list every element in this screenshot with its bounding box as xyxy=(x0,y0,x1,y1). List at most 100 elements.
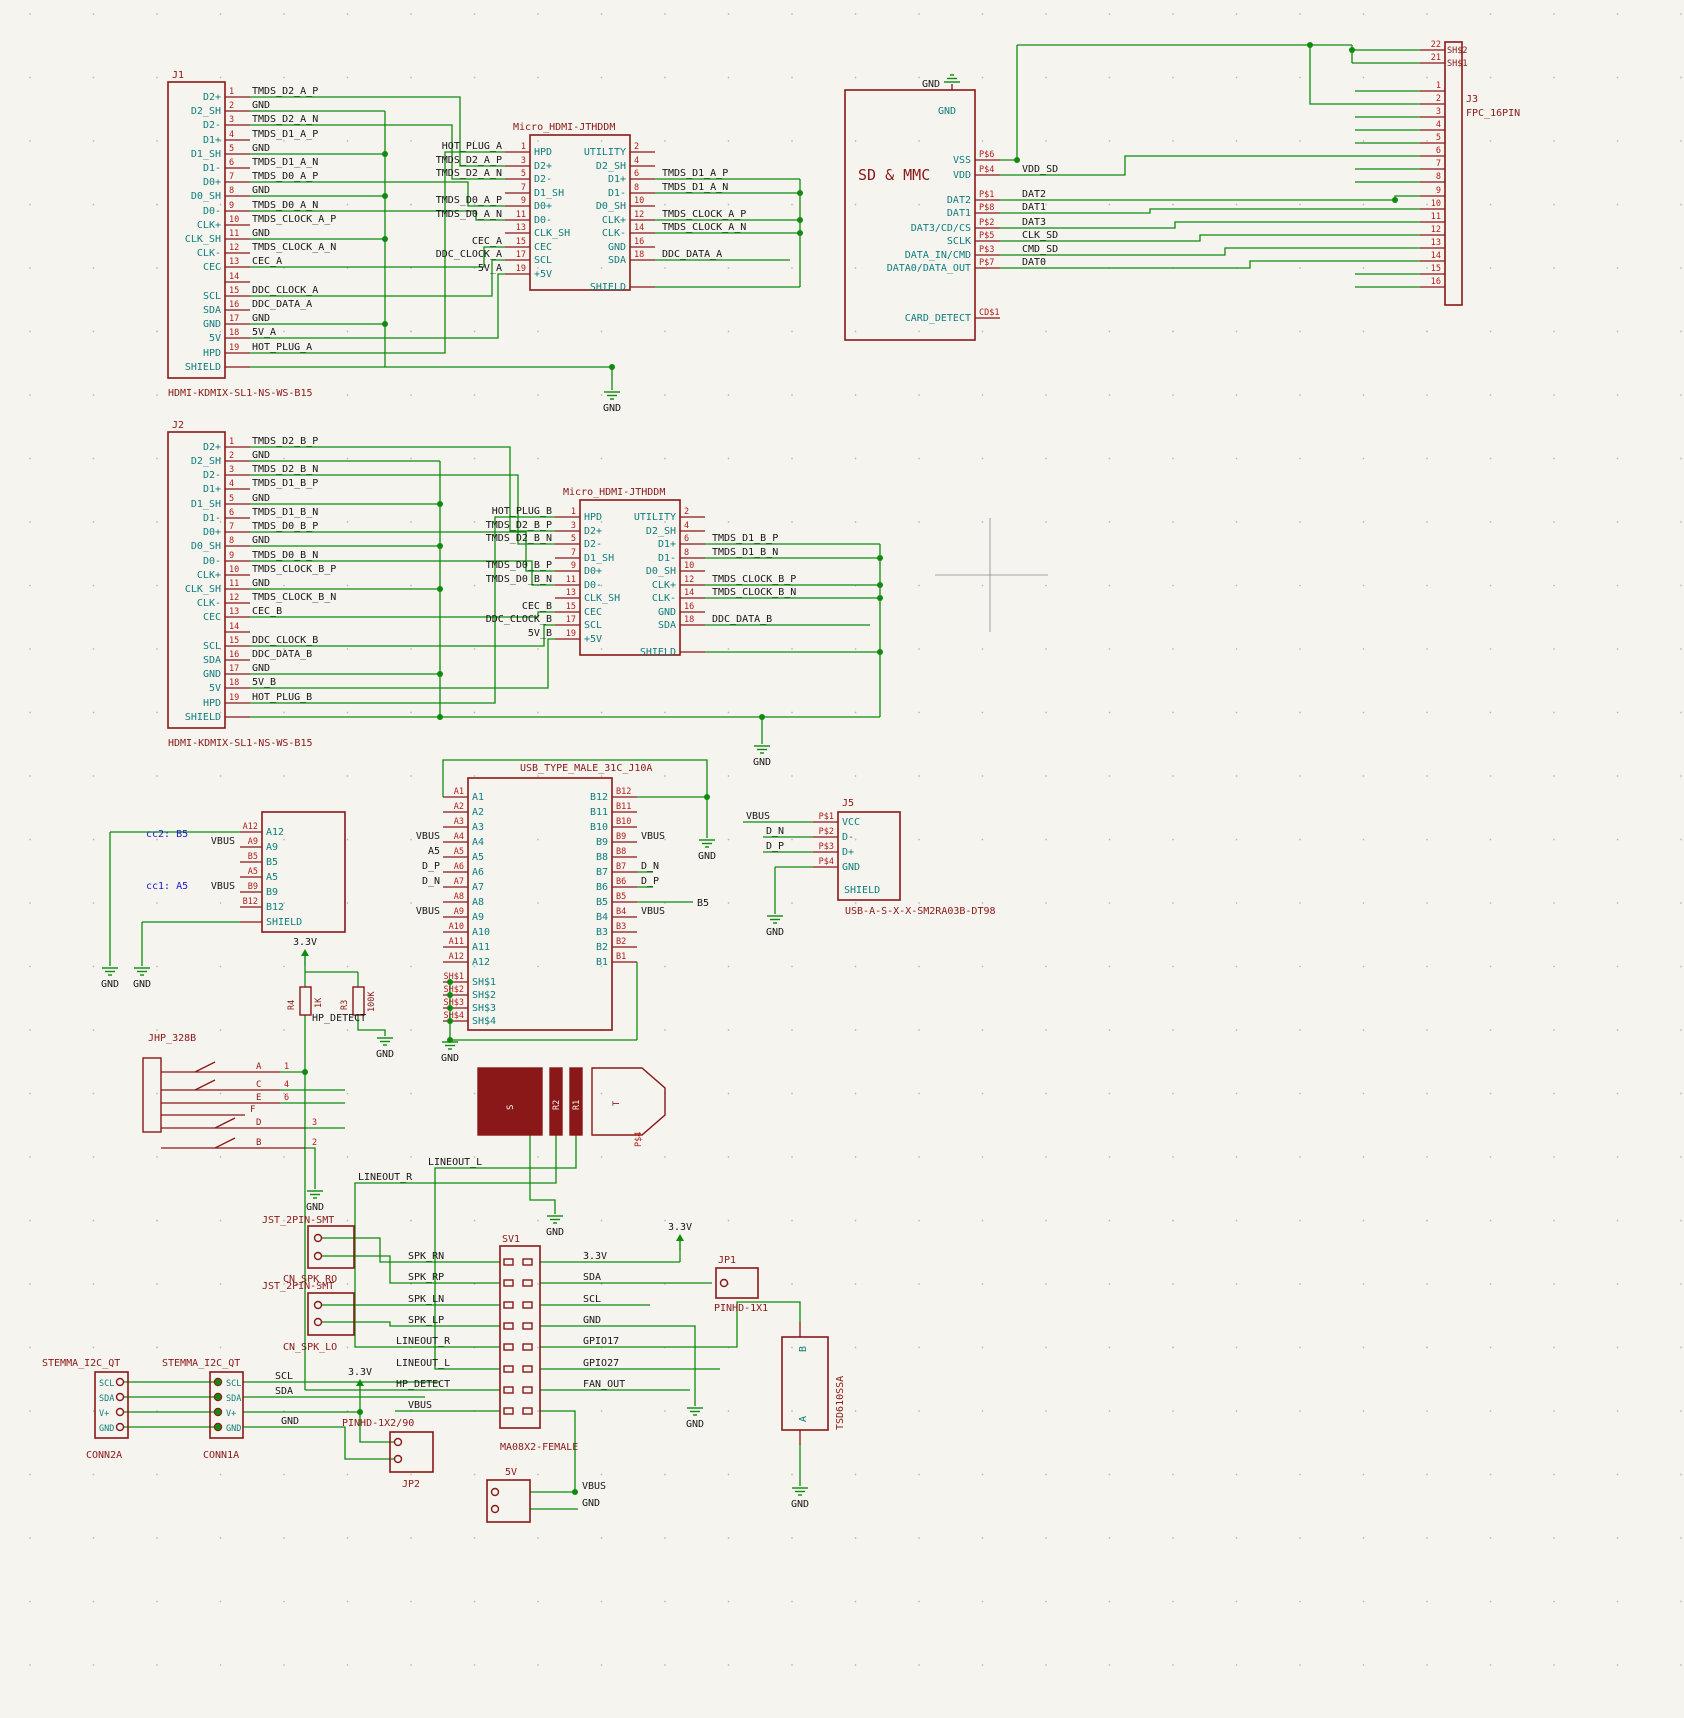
pin-name: A8 xyxy=(472,897,484,908)
pin-name: CLK_SH xyxy=(185,234,221,245)
component-jp2[interactable] xyxy=(389,1431,434,1473)
pin-name: GND xyxy=(608,242,626,253)
pin-number: B10 xyxy=(616,817,631,827)
net-label: 5V_B xyxy=(252,677,276,688)
pin-name: DAT2 xyxy=(947,195,971,206)
pin-number: 15 xyxy=(1431,264,1441,274)
label: CONN1A xyxy=(203,1450,239,1461)
symbol-shape xyxy=(522,1407,533,1415)
net-label: D_P xyxy=(422,861,440,872)
net-label: GND xyxy=(252,450,270,461)
symbol-shape xyxy=(591,1067,666,1136)
junction-dot xyxy=(215,1379,221,1385)
pin-name: GND xyxy=(658,607,676,618)
net-label: TMDS_D0_B_N xyxy=(486,574,552,585)
pin-name: A10 xyxy=(472,927,490,938)
pin-name: VCC xyxy=(842,817,860,828)
grid-dots xyxy=(29,13,1682,1666)
pin-number: SH$3 xyxy=(444,998,464,1008)
pin-number: 6 xyxy=(634,169,639,179)
pin-number: P$7 xyxy=(979,258,994,268)
pin-number: 12 xyxy=(229,243,239,253)
pin-number: 7 xyxy=(521,183,526,193)
component-pwr5v[interactable] xyxy=(486,1479,531,1523)
component-sv1[interactable] xyxy=(499,1245,541,1429)
component-jst_lo[interactable] xyxy=(307,1292,355,1336)
pin-name: B3 xyxy=(596,927,608,938)
component-jp1[interactable] xyxy=(715,1267,759,1299)
junction-dot xyxy=(877,582,883,588)
component-body xyxy=(781,1336,829,1431)
label: SCL xyxy=(583,1294,601,1305)
component-usbc[interactable]: USB_TYPE_MALE_31C_J10AA1A1A2A2A3A3A4A4VB… xyxy=(416,763,665,1031)
wire-segment xyxy=(357,1015,386,1036)
pin-number: 15 xyxy=(229,286,239,296)
component-bodies[interactable] xyxy=(142,986,666,1415)
component-hdmi_b[interactable]: Micro_HDMI-JTHDDMHPD1HOT_PLUG_BD2+3TMDS_… xyxy=(486,487,797,658)
wire-segment xyxy=(250,273,505,339)
pin-number: 2 xyxy=(229,101,234,111)
wire-segment xyxy=(250,638,555,689)
component-body xyxy=(844,89,976,341)
junction-dot xyxy=(609,364,615,370)
label: R4 xyxy=(287,1000,297,1010)
net-label: VBUS xyxy=(416,831,440,842)
pin-name: CEC xyxy=(584,607,602,618)
junction-dot xyxy=(437,671,443,677)
pin-number: A8 xyxy=(454,892,464,902)
pin-name: D0_SH xyxy=(646,566,676,577)
pin-number: B9 xyxy=(616,832,626,842)
pin-number: A2 xyxy=(454,802,464,812)
pin-number: 10 xyxy=(229,565,239,575)
component-label: SH$2 xyxy=(1447,46,1467,56)
gnd-label: GND xyxy=(922,79,940,90)
pin-name: D1+ xyxy=(203,135,221,146)
net-label: CEC_A xyxy=(252,256,282,267)
pin-number: 10 xyxy=(1431,199,1441,209)
net-label: VDD_SD xyxy=(1022,164,1058,175)
pin-number: 5 xyxy=(229,144,234,154)
component-usb_recep[interactable]: A12A12A9A9VBUSB5B5A5A5B9B9VBUSB12B12SHIE… xyxy=(211,811,346,933)
pin-number: 11 xyxy=(229,579,239,589)
junction-dot xyxy=(1014,157,1020,163)
label: CN_SPK_RO xyxy=(283,1274,337,1285)
pin-number: P$1 xyxy=(979,190,994,200)
pin-number: 4 xyxy=(1436,120,1441,130)
net-label: CMD_SD xyxy=(1022,244,1058,255)
component-label: SCL xyxy=(226,1379,241,1389)
gnd-label: GND xyxy=(698,851,716,862)
pin-number: P$4 xyxy=(819,857,834,867)
pin-lines xyxy=(161,84,953,1445)
pin-circle xyxy=(490,1504,500,1514)
net-label: HOT_PLUG_B xyxy=(492,506,552,517)
component-body xyxy=(261,811,346,933)
pin-name: DAT1 xyxy=(947,208,971,219)
gnd-label: GND xyxy=(766,927,784,938)
pin-name: HPD xyxy=(203,698,221,709)
pin-name: D0+ xyxy=(203,177,221,188)
pin-number: 3 xyxy=(521,156,526,166)
component-j5[interactable]: J5USB-A-S-X-X-SM2RA03B-DT98SHIELDVCCP$1D… xyxy=(813,798,996,917)
net-label: TMDS_D0_A_P xyxy=(436,195,502,206)
pin-name: A1 xyxy=(472,792,484,803)
component-hdmi_a[interactable]: Micro_HDMI-JTHDDMHPD1HOT_PLUG_AD2+3TMDS_… xyxy=(436,122,747,293)
component-jst_ro[interactable] xyxy=(307,1225,355,1269)
wire-segment xyxy=(1000,155,1420,176)
net-label: TMDS_D0_B_N xyxy=(252,550,318,561)
pin-name: D1+ xyxy=(608,174,626,185)
net-label: VBUS xyxy=(641,831,665,842)
pin-number: 12 xyxy=(684,575,694,585)
component-j3[interactable]: J3FPC_16PINSH$2SH$1222112345678910111213… xyxy=(1420,40,1520,306)
gnd-label: GND xyxy=(133,979,151,990)
net-label: VBUS xyxy=(416,906,440,917)
pin-name: SDA xyxy=(203,305,221,316)
symbol-shape xyxy=(142,1057,162,1133)
